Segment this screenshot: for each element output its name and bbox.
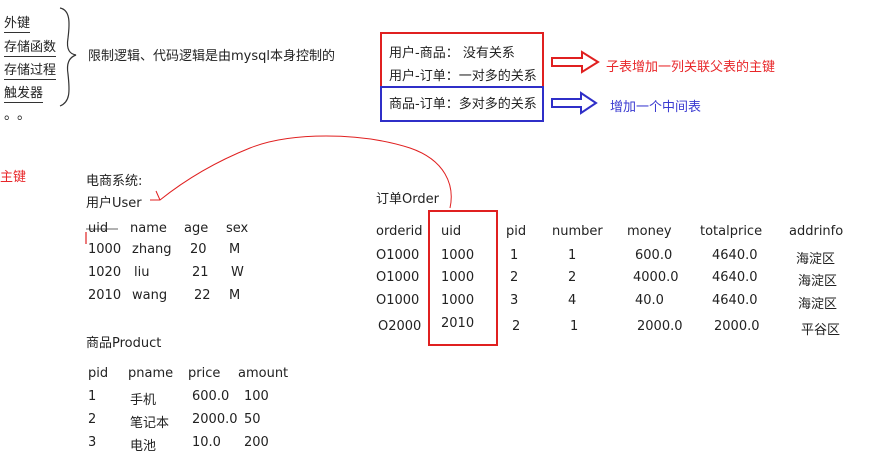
order-cell: 2000.0 [637,319,683,334]
product-cell: 笔记本 [130,416,170,431]
order-cell: 4640.0 [712,270,758,285]
order-cell: 2000.0 [714,319,760,334]
order-header-money: money [627,224,672,239]
user-cell: M [229,288,241,303]
order-cell: 2 [568,270,577,285]
order-header-pid: pid [506,224,527,239]
red-arrow [551,50,600,74]
product-cell: 3 [88,435,97,450]
brace-note: 限制逻辑、代码逻辑是由mysql本身控制的 [88,49,335,64]
order-cell: 海淀区 [796,252,836,267]
user-header-name: name [130,221,167,236]
order-cell: O1000 [376,270,420,285]
product-header-pname: pname [128,366,174,381]
order-cell: 海淀区 [798,274,838,289]
order-cell: 1000 [441,293,475,308]
order-cell: 1000 [441,248,475,263]
order-header-addrinfo: addrinfo [789,224,844,239]
order-cell: 1 [510,248,519,263]
order-header-totalprice: totalprice [700,224,763,239]
order-cell: 40.0 [635,293,664,308]
user-cell: wang [132,288,168,303]
relation-user-product: 用户-商品： 没有关系 [389,46,515,61]
order-cell: 2 [512,319,521,334]
order-cell: 4000.0 [633,270,679,285]
product-cell: 手机 [130,393,157,408]
order-cell: O2000 [378,319,422,334]
order-cell: 3 [510,293,519,308]
order-cell: 2 [510,270,519,285]
product-cell: 1 [88,389,97,404]
product-cell: 50 [244,412,261,427]
order-cell: O1000 [376,293,420,308]
order-cell: 海淀区 [798,297,838,312]
product-header-pid: pid [88,366,109,381]
user-header-uid: uid [88,221,109,236]
user-cell: 1020 [88,265,122,280]
note-foreign-key: 外键 [4,12,31,33]
order-cell: 平谷区 [801,323,841,338]
user-header-sex: sex [226,221,249,236]
note-stored-procedure: 存储过程 [4,59,57,80]
blue-note: 增加一个中间表 [610,100,702,115]
red-note: 子表增加一列关联父表的主键 [606,60,776,75]
blue-arrow [551,91,598,115]
system-title: 电商系统: [86,174,143,189]
order-cell: 1000 [441,270,475,285]
order-cell: 4 [568,293,577,308]
order-header-number: number [552,224,603,239]
user-cell: 1000 [88,242,122,257]
user-cell: liu [134,265,150,280]
product-header-price: price [188,366,221,381]
product-cell: 600.0 [192,389,230,404]
order-cell: O1000 [376,248,420,263]
order-cell: 600.0 [635,248,673,263]
relation-box-blue [380,86,544,122]
user-cell: 20 [190,242,207,257]
product-cell: 10.0 [192,435,221,450]
order-cell: 4640.0 [712,293,758,308]
user-cell: W [231,265,244,280]
curly-brace [59,7,77,107]
note-stored-function: 存储函数 [4,36,57,57]
product-cell: 100 [244,389,269,404]
product-cell: 电池 [130,439,157,454]
order-cell: 4640.0 [712,248,758,263]
user-header-age: age [184,221,209,236]
user-cell: 2010 [88,288,122,303]
relation-user-order: 用户-订单：一对多的关系 [389,69,537,84]
order-header-uid: uid [441,224,462,239]
order-table-title: 订单Order [376,192,439,207]
note-ellipsis: 。。 [4,107,37,123]
user-cell: M [229,242,241,257]
user-cell: 22 [194,288,211,303]
note-trigger: 触发器 [4,82,44,103]
user-table-title: 用户User [86,196,142,211]
product-header-amount: amount [238,366,289,381]
user-cell: 21 [192,265,209,280]
order-cell: 2010 [441,316,475,331]
uid-column-highlight [428,210,498,346]
order-header-orderid: orderid [376,224,423,239]
relation-curve [150,135,452,209]
order-cell: 1 [570,319,579,334]
product-cell: 2000.0 [192,412,238,427]
product-table-title: 商品Product [86,336,162,351]
relation-product-order: 商品-订单：多对多的关系 [389,97,537,112]
user-cell: zhang [132,242,172,257]
product-cell: 200 [244,435,269,450]
side-mark-primary-key: 主键 [0,170,27,185]
product-cell: 2 [88,412,97,427]
order-cell: 1 [568,248,577,263]
